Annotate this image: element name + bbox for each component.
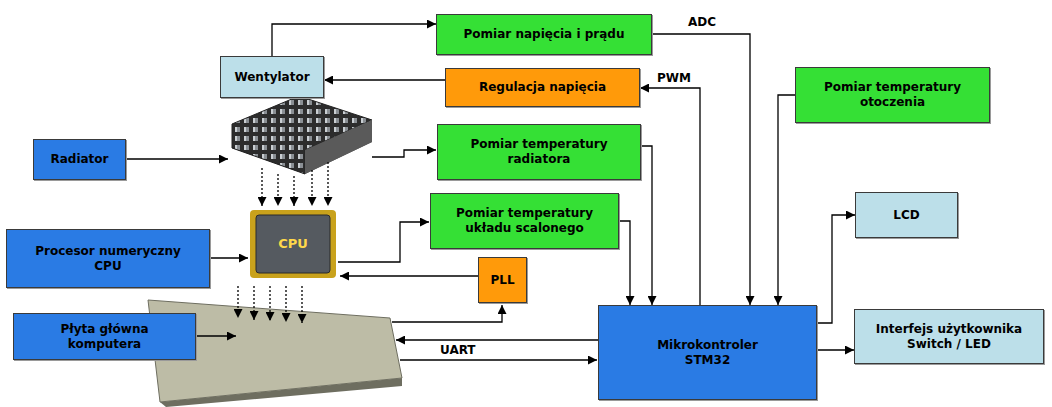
box-text: Wentylator	[234, 70, 309, 85]
dotted-arrow	[237, 286, 238, 318]
connector-arrow	[272, 24, 436, 56]
dotted-arrow	[327, 162, 328, 206]
heatsink-side	[305, 120, 372, 174]
wire	[392, 305, 502, 322]
wire	[372, 150, 436, 157]
connector-arrow	[778, 95, 795, 305]
signal-label: PWM	[655, 71, 693, 85]
dotted-arrow	[269, 286, 270, 321]
box-text: Regulacja napięcia	[479, 80, 606, 95]
box-text: Pomiar temperatury układu scalonego	[437, 206, 612, 236]
wire	[400, 359, 597, 360]
process-box: Płyta główna komputera	[13, 313, 196, 360]
box-text: Mikrokontroler STM32	[633, 338, 783, 368]
process-box: Procesor numeryczny CPU	[6, 229, 210, 288]
process-box: Interfejs użytkownika Switch / LED	[854, 309, 1044, 364]
process-box: Pomiar napięcia i prądu	[436, 14, 652, 55]
box-text: Płyta główna komputera	[30, 322, 180, 352]
wire	[196, 335, 236, 336]
wire	[340, 275, 478, 276]
box-text: Interfejs użytkownika Switch / LED	[859, 322, 1039, 352]
connector-arrow	[652, 34, 750, 305]
dotted-arrow	[311, 170, 312, 206]
dotted-arrow	[261, 168, 262, 206]
process-box: Pomiar temperatury radiatora	[437, 124, 641, 180]
signal-label: ADC	[686, 15, 718, 29]
chip-body	[256, 215, 330, 273]
dotted-arrow	[277, 174, 278, 206]
process-box: Regulacja napięcia	[445, 68, 640, 107]
chip-pins	[250, 210, 336, 278]
connector-arrow	[817, 215, 855, 323]
box-text: Pomiar temperatury otoczenia	[808, 80, 978, 110]
connector-arrow	[641, 146, 652, 305]
connector-arrow	[324, 79, 445, 80]
wire	[338, 222, 429, 262]
connector-arrow	[817, 349, 854, 350]
wire	[396, 339, 598, 340]
process-box: Mikrokontroler STM32	[598, 305, 817, 400]
box-text: PLL	[490, 273, 514, 288]
chip-marking: CPU	[263, 236, 323, 251]
dotted-arrow	[301, 286, 302, 323]
connector-arrow	[640, 88, 700, 305]
connector-arrow	[619, 221, 630, 305]
process-box: Pomiar temperatury otoczenia	[795, 67, 990, 123]
process-box: Pomiar temperatury układu scalonego	[430, 193, 619, 249]
signal-label: UART	[438, 343, 478, 357]
heat-flow-arrows	[238, 162, 328, 323]
dotted-arrow	[293, 176, 294, 206]
wire	[126, 158, 228, 159]
box-text: Pomiar napięcia i prądu	[464, 27, 625, 42]
heatsink-fins	[232, 96, 372, 174]
wire	[210, 257, 248, 258]
box-text: LCD	[893, 208, 919, 223]
box-text: Procesor numeryczny CPU	[21, 244, 196, 274]
process-box: PLL	[478, 257, 527, 303]
process-box: Radiator	[33, 139, 126, 180]
process-box: Wentylator	[220, 56, 324, 98]
box-text: Radiator	[50, 152, 108, 167]
dotted-arrow	[253, 286, 254, 320]
box-text: Pomiar temperatury radiatora	[452, 137, 627, 167]
process-box: LCD	[855, 192, 958, 238]
dotted-arrow	[285, 286, 286, 322]
